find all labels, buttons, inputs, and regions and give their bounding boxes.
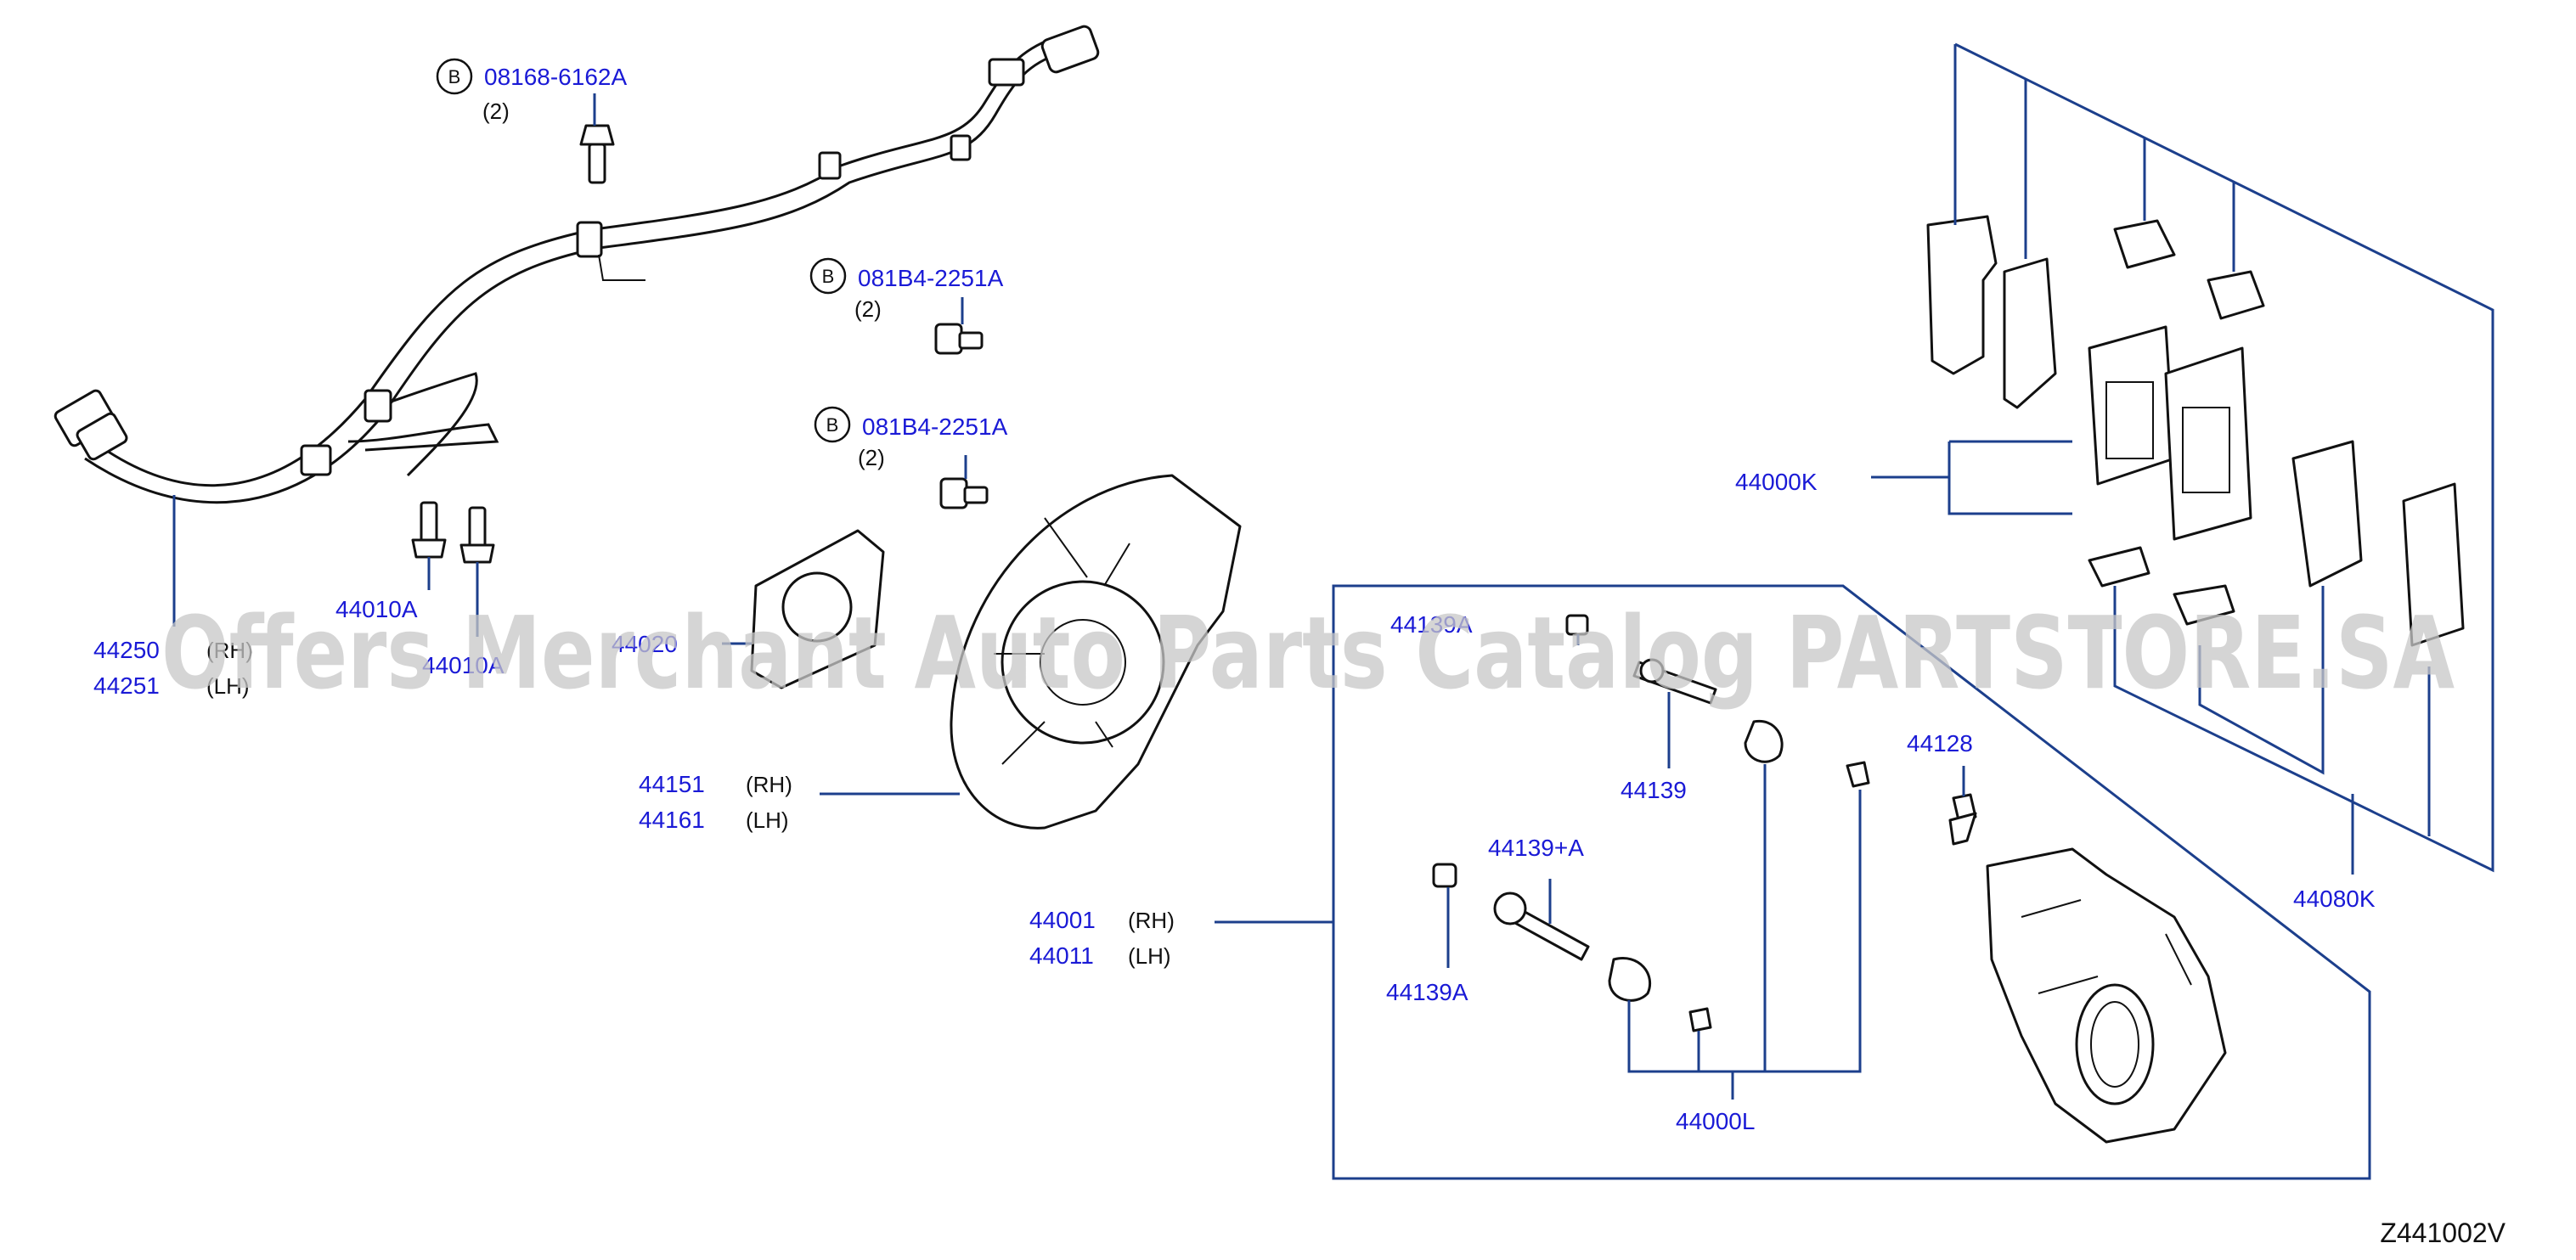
adapter-plate <box>750 529 885 689</box>
bracket-bolt-44010A-left <box>411 501 447 559</box>
caliper-lh-side: (LH) <box>1128 943 1171 969</box>
caliper-rh-part-number[interactable]: 44001 <box>1029 907 1096 933</box>
caliper-rh-side: (RH) <box>1128 908 1175 933</box>
svg-text:B: B <box>822 266 835 287</box>
guide-pin-and-boots <box>1432 614 1977 1032</box>
bolt-2-part-number[interactable]: 081B4-2251A <box>858 265 1004 291</box>
bleeder-part-number[interactable]: 44128 <box>1907 730 1973 757</box>
bolt-1-quantity: (2) <box>482 98 510 124</box>
shim-kit-part-number[interactable]: 44080K <box>2293 886 2376 912</box>
pin-long-part-number[interactable]: 44139+A <box>1488 835 1584 861</box>
brake-back-plate <box>950 474 1242 830</box>
pin-part-number[interactable]: 44139 <box>1621 777 1687 803</box>
bracket-bolt-44010A-right <box>459 506 495 564</box>
bolt-08168-6162A <box>579 124 615 184</box>
diagram-code: Z441002V <box>2380 1218 2506 1248</box>
bolt-badge-1: B <box>436 58 473 95</box>
bolt-badge-3: B <box>814 406 851 443</box>
caliper-group <box>1986 847 2227 1144</box>
bolt-081B4-2251A-lower <box>939 477 989 509</box>
bracket-bolt-b-part-number[interactable]: 44010A <box>422 652 504 678</box>
bolt-3-quantity: (2) <box>858 445 885 470</box>
abs-sensor-harness <box>54 25 1100 504</box>
bolt-1-part-number[interactable]: 08168-6162A <box>484 64 627 90</box>
pad-kit-group <box>1926 215 2465 647</box>
sensor-rh-side: (RH) <box>206 638 253 663</box>
leader-lines <box>172 42 2494 1180</box>
adapter-plate-part-number[interactable]: 44020 <box>612 631 678 657</box>
pad-kit-part-number[interactable]: 44000K <box>1735 469 1818 495</box>
sensor-rh-part-number[interactable]: 44250 <box>93 637 160 663</box>
svg-text:B: B <box>826 414 839 436</box>
watermark-text: Offers Merchant Auto Parts Catalog PARTS… <box>161 594 2455 712</box>
back-plate-lh-part-number[interactable]: 44161 <box>639 807 705 833</box>
back-plate-rh-side: (RH) <box>746 772 792 797</box>
bracket-bolt-a-part-number[interactable]: 44010A <box>335 596 418 622</box>
sensor-lh-part-number[interactable]: 44251 <box>93 672 160 699</box>
pin-bolt-bottom-part-number[interactable]: 44139A <box>1386 979 1468 1005</box>
sensor-lh-side: (LH) <box>206 673 250 699</box>
back-plate-rh-part-number[interactable]: 44151 <box>639 771 705 797</box>
bolt-2-quantity: (2) <box>854 296 882 322</box>
seal-kit-part-number[interactable]: 44000L <box>1676 1108 1755 1134</box>
bolt-3-part-number[interactable]: 081B4-2251A <box>862 413 1008 440</box>
caliper-lh-part-number[interactable]: 44011 <box>1029 942 1094 969</box>
bolt-081B4-2251A-upper <box>934 323 984 355</box>
pin-bolt-top-part-number[interactable]: 44139A <box>1390 611 1473 638</box>
bolt-badge-2: B <box>809 257 847 295</box>
svg-text:B: B <box>448 66 461 87</box>
back-plate-lh-side: (LH) <box>746 807 789 833</box>
